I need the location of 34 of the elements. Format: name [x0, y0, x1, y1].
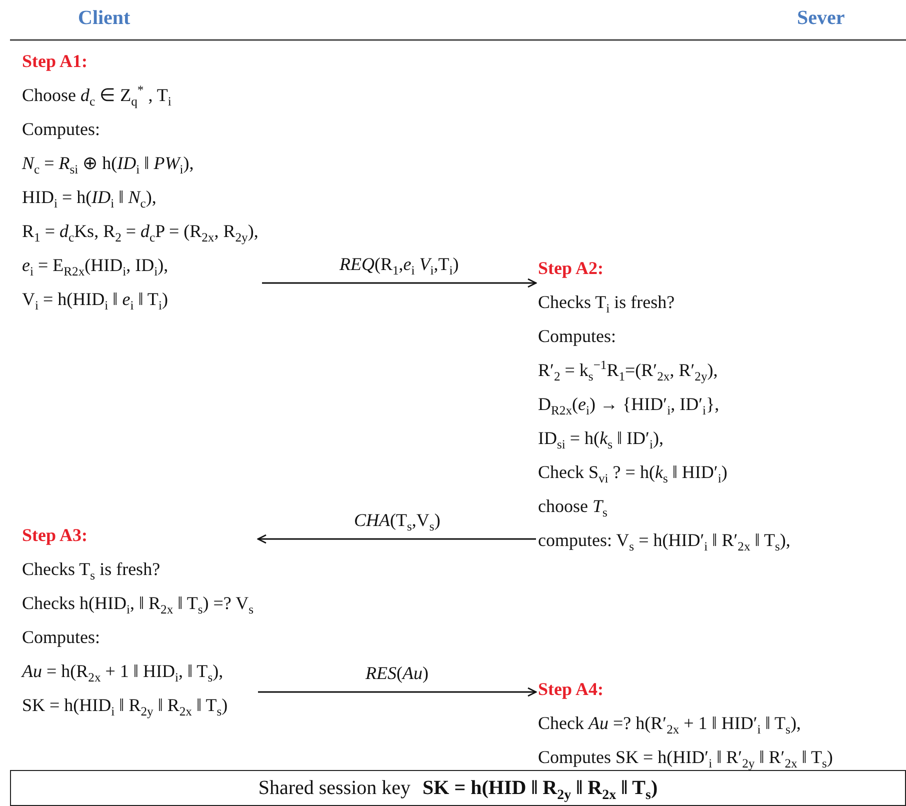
- column-header: Sever: [797, 6, 845, 31]
- message-arrow: [262, 278, 537, 288]
- formula-text: Checks h(HID$_{i}$, ‖ R$_{2x}$ ‖ T$_{s}$) =? V$_{s}$: [22, 592, 254, 619]
- formula-text: SK = h(HID$_{i}$ ‖ R$_{2y}$ ‖ R$_{2x}$ ‖ T$_{s}$): [22, 694, 228, 721]
- formula-text: Checks T$_{i}$ is fresh?: [538, 291, 675, 318]
- formula-text: Computes:: [538, 325, 616, 348]
- formula-text: Checks T$_{s}$ is fresh?: [22, 558, 160, 585]
- formula-text: Au = h(R$_{2x}$ + 1 ‖ HID$_{i}$, ‖ T$_{s}$),: [22, 660, 224, 687]
- formula-text: choose T$_{s}$: [538, 495, 608, 522]
- formula-text: ID$_{si}$ = h(k$_{s}$ ‖ ID′$_{i}$),: [538, 427, 664, 454]
- formula-text: HID$_{i}$ = h(ID$_{i}$ ‖ N$_{c}$),: [22, 186, 156, 213]
- message-arrow: [258, 687, 537, 697]
- step-heading: Step A4:: [538, 678, 604, 701]
- formula-text: V$_{i}$ = h(HID$_{i}$ ‖ e$_{i}$ ‖ T$_{i}$): [22, 288, 168, 315]
- summary-band: [10, 770, 906, 806]
- step-heading: Step A3:: [22, 524, 88, 547]
- formula-text: N$_{c}$ = R$_{si}$ ⊕ h(ID$_{i}$ ‖ PW$_{i}$),: [22, 152, 194, 179]
- summary-text: Shared session key: [258, 776, 411, 801]
- formula-text: Computes:: [22, 626, 100, 649]
- formula-text: Check S$_{vi}$ ? = h(k$_{s}$ ‖ HID′$_{i}$): [538, 461, 728, 488]
- formula-text: e$_{i}$ = E$_{R2x}$(HID$_{i}$, ID$_{i}$),: [22, 254, 168, 281]
- formula-text: computes: V$_{s}$ = h(HID′$_{i}$ ‖ R′$_{2x}$ ‖ T$_{s}$),: [538, 529, 790, 556]
- formula-text: D$_{R2x}$(e$_{i}$) → {HID′$_{i}$, ID′$_{i}$},: [538, 393, 720, 420]
- formula-text: Computes:: [22, 118, 100, 141]
- formula-text: Check Au =? h(R′$_{2x}$ + 1 ‖ HID′$_{i}$ ‖ T$_{s}$),: [538, 712, 801, 739]
- formula-text: Choose d$_{c}$ ∈ Z$_{q}$$^{*}$ , T$_{i}$: [22, 82, 172, 111]
- step-heading: Step A1:: [22, 50, 88, 73]
- step-heading: Step A2:: [538, 257, 604, 280]
- formula-text: Computes SK = h(HID′$_{i}$ ‖ R′$_{2y}$ ‖ R′$_{2x}$ ‖ T$_{s}$): [538, 746, 833, 773]
- formula-text: R′$_{2}$ = k$_{s}$$^{−1}$R$_{1}$=(R′$_{2x}$, R′$_{2y}$),: [538, 357, 718, 386]
- formula-text: R$_{1}$ = d$_{c}$Ks, R$_{2}$ = d$_{c}$P = (R$_{2x}$, R$_{2y}$),: [22, 220, 258, 247]
- summary-text: SK = h(HID ‖ R$_{2y}$ ‖ R$_{2x}$ ‖ T$_{s}$): [422, 776, 658, 803]
- message-arrow: [257, 534, 536, 544]
- column-header: Client: [78, 6, 130, 31]
